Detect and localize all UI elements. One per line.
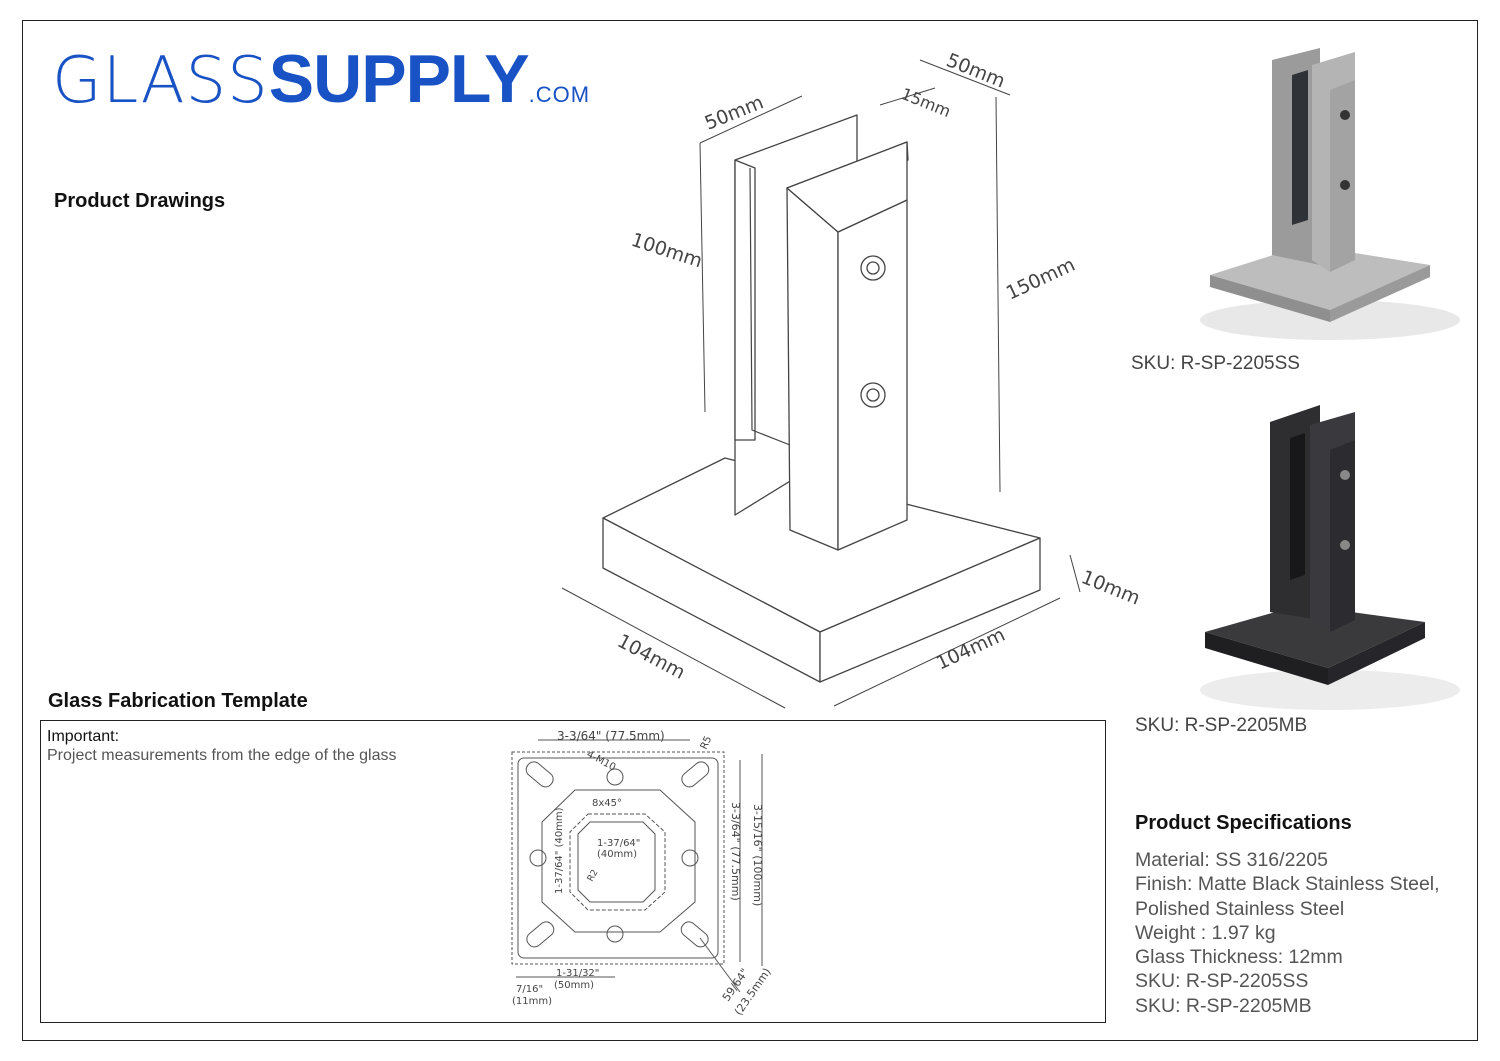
product-render-black[interactable] <box>1180 400 1460 710</box>
dim-base-right: 104mm <box>933 624 1009 675</box>
product-specs-heading: Product Specifications <box>1135 812 1352 834</box>
dim-base-left: 104mm <box>614 630 689 684</box>
base-front-right <box>819 537 1041 683</box>
tpl-dim-bottom-a-mm: (11mm) <box>512 996 552 1007</box>
dim-base-thickness: 10mm <box>1078 566 1143 609</box>
important-title: Important: <box>47 728 120 745</box>
logo-thin-text: GLASS <box>52 44 269 118</box>
dim-total-height: 150mm <box>1003 254 1079 305</box>
logo-bold-text: SUPPLY <box>268 41 530 117</box>
tpl-dim-bottom-b-mm: (50mm) <box>554 980 594 991</box>
mounting-slots <box>525 761 710 948</box>
spec-line: Polished Stainless Steel <box>1135 897 1345 920</box>
screw-icons <box>860 255 886 408</box>
brand-logo[interactable]: GLASSSUPPLY.COM <box>52 40 591 118</box>
sku-black: SKU: R-SP-2205MB <box>1135 715 1308 736</box>
fabrication-template-heading: Glass Fabrication Template <box>48 690 308 712</box>
tpl-dim-r2: R2 <box>586 868 601 883</box>
template-box <box>40 720 1106 1023</box>
tpl-dim-right1: 3-3/64" (77.5mm) <box>729 802 742 901</box>
tpl-dim-bottom-a: 7/16" <box>516 984 543 995</box>
post-front-bevel <box>786 141 908 233</box>
post-front-face <box>837 199 908 551</box>
tpl-dim-r5: R5 <box>699 735 715 752</box>
logo-suffix: .COM <box>528 82 591 107</box>
spec-line: Glass Thickness: 12mm <box>1135 946 1343 969</box>
tpl-dim-m10: 4-M10 <box>585 749 618 773</box>
base-template-drawing: 3-3/64" (77.5mm) R5 4-M10 8x45° 1-37/64"… <box>511 729 774 1018</box>
post-front-left <box>786 187 839 551</box>
spec-line: Material: SS 316/2205 <box>1135 849 1328 871</box>
spec-line: Weight : 1.97 kg <box>1135 921 1276 944</box>
spec-line: SKU: R-SP-2205SS <box>1135 970 1309 993</box>
tpl-dim-inner-mm: (40mm) <box>597 849 637 860</box>
dim-slot-height: 100mm <box>628 229 705 273</box>
tpl-dim-chamfer: 8x45° <box>592 798 622 809</box>
dim-top-depth: 50mm <box>943 49 1008 92</box>
tpl-dim-left-vert: 1-37/64" (40mm) <box>554 807 565 894</box>
product-drawings-heading: Product Drawings <box>54 190 226 212</box>
tpl-dim-top: 3-3/64" (77.5mm) <box>557 729 665 743</box>
important-text: Project measurements from the edge of th… <box>47 747 397 764</box>
sku-stainless: SKU: R-SP-2205SS <box>1131 353 1300 374</box>
tpl-dim-right2: 3-15/16" (100mm) <box>751 804 764 906</box>
page-border <box>22 20 1478 1041</box>
tpl-dim-inner: 1-37/64" <box>597 838 640 849</box>
dim-slot: 15mm <box>899 84 954 121</box>
spec-line: Finish: Matte Black Stainless Steel, <box>1135 873 1440 896</box>
tpl-dim-bottom-b: 1-31/32" <box>556 968 599 979</box>
dim-top-width: 50mm <box>702 91 767 134</box>
specs-list: Material: SS 316/2205 Finish: Matte Blac… <box>1135 848 1480 1018</box>
spec-line: SKU: R-SP-2205MB <box>1135 994 1312 1017</box>
product-render-stainless[interactable] <box>1180 40 1460 340</box>
